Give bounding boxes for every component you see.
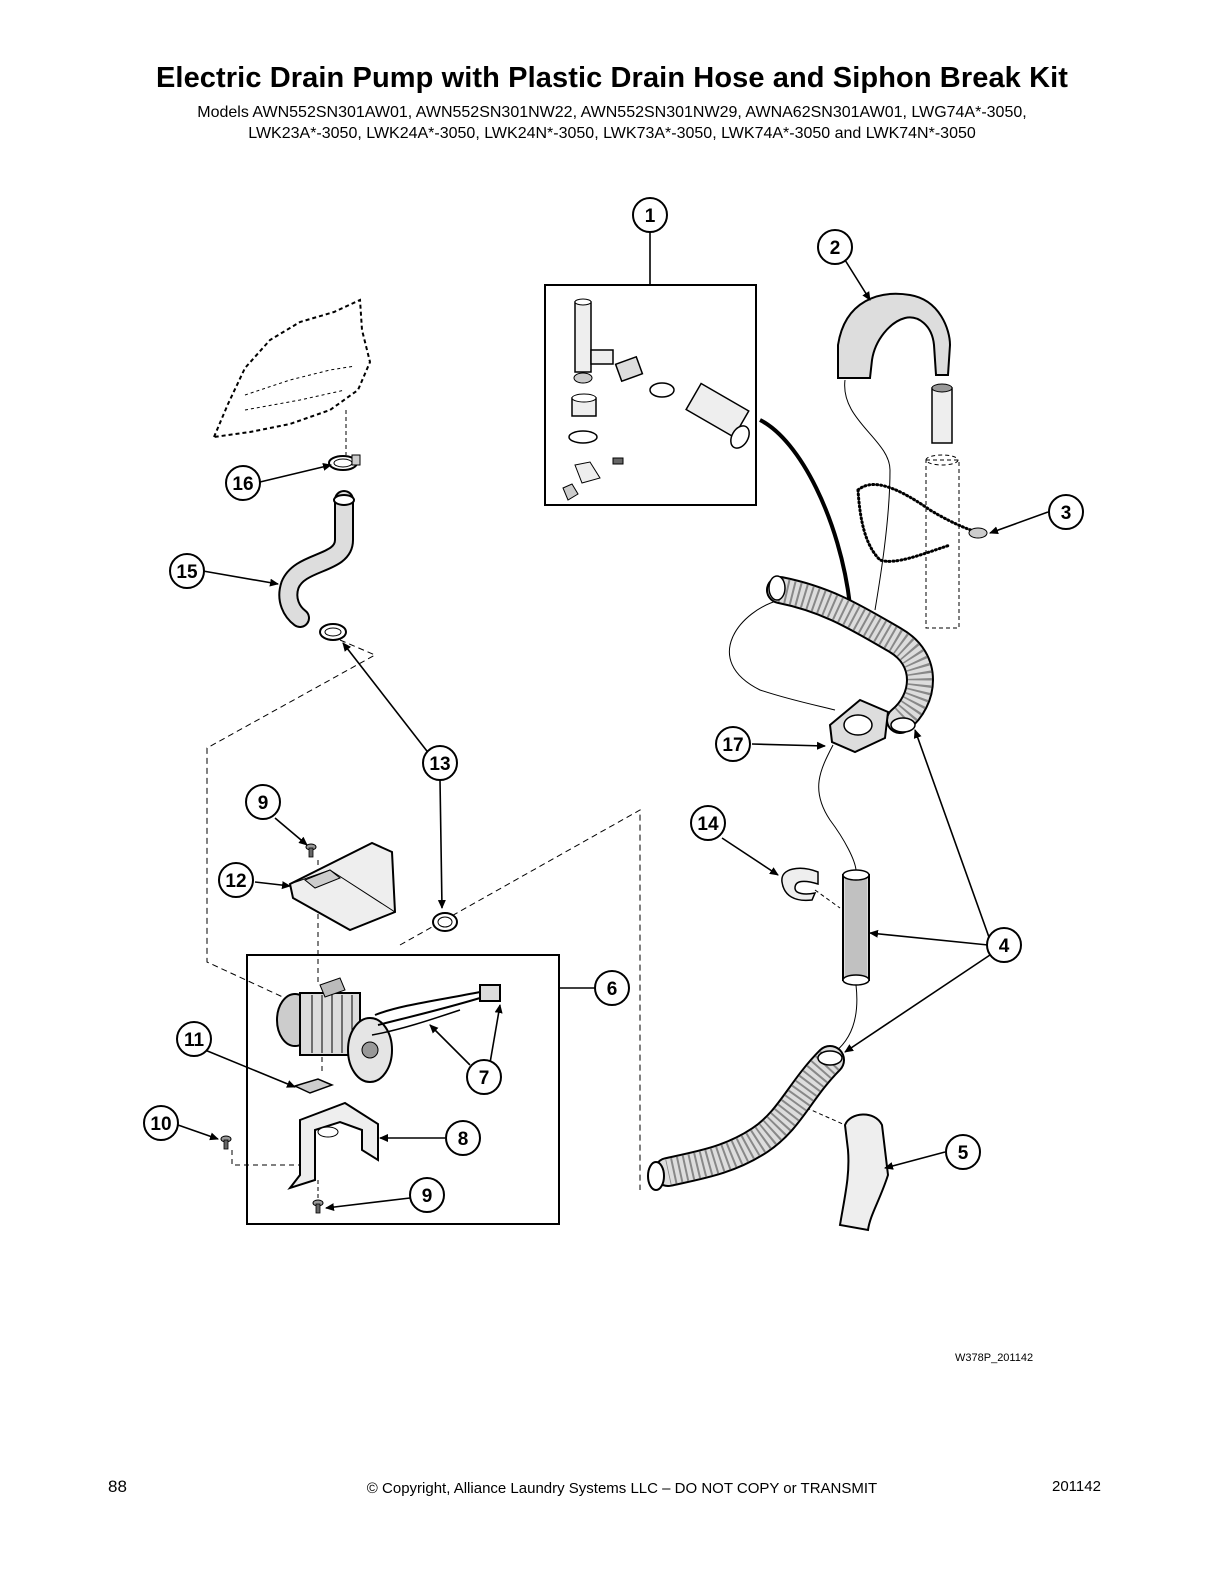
callout-circle bbox=[690, 805, 726, 841]
callout-number: 12 bbox=[225, 871, 246, 892]
callout-circle bbox=[715, 726, 751, 762]
callout-number: 17 bbox=[722, 735, 743, 756]
hose-clamp-13-lower bbox=[432, 912, 458, 932]
callout-number: 7 bbox=[479, 1068, 490, 1089]
callout-number: 3 bbox=[1061, 503, 1072, 524]
callout-circle bbox=[176, 1021, 212, 1057]
screw-10 bbox=[220, 1135, 232, 1150]
callout-circle bbox=[218, 862, 254, 898]
drain-hose-4-upper bbox=[766, 575, 934, 734]
hose-clip-14 bbox=[781, 867, 819, 902]
callout-circle bbox=[986, 927, 1022, 963]
drain-hose-4-lower bbox=[647, 1045, 845, 1191]
screw-9-upper bbox=[305, 843, 317, 858]
callout-number: 15 bbox=[176, 562, 198, 583]
siphon-break-2 bbox=[837, 292, 953, 444]
callout-circle bbox=[169, 553, 205, 589]
pump-box bbox=[246, 954, 560, 1225]
callout-number: 14 bbox=[697, 814, 719, 835]
callout-number: 2 bbox=[830, 238, 841, 259]
callout-number: 10 bbox=[150, 1114, 171, 1135]
callout-circle bbox=[594, 970, 630, 1006]
callout-number: 16 bbox=[232, 474, 253, 495]
hose-hook-5 bbox=[838, 1113, 890, 1232]
callout-number: 4 bbox=[999, 936, 1010, 957]
page-title: Electric Drain Pump with Plastic Drain H… bbox=[155, 62, 1069, 94]
bead-chain-3 bbox=[856, 483, 987, 563]
plate-11 bbox=[292, 1078, 335, 1094]
callout-circle bbox=[817, 229, 853, 265]
hose-clamp-13-upper bbox=[319, 623, 347, 641]
figure-code: W378P_201142 bbox=[955, 1352, 1034, 1364]
callout-circle bbox=[143, 1105, 179, 1141]
callout-number: 1 bbox=[645, 206, 656, 227]
drain-pump-6 bbox=[276, 977, 501, 1083]
callout-number: 11 bbox=[184, 1030, 205, 1051]
callout-circle bbox=[445, 1120, 481, 1156]
callout-number: 6 bbox=[607, 979, 618, 1000]
callout-circle bbox=[1048, 494, 1084, 530]
pump-shield-12 bbox=[288, 841, 397, 932]
document-code: 201142 bbox=[1052, 1478, 1101, 1495]
drain-hose-4-middle bbox=[842, 869, 870, 986]
callout-circle bbox=[245, 784, 281, 820]
models-line-1: Models AWN552SN301AW01, AWN552SN301NW22,… bbox=[197, 104, 1027, 121]
mounting-bracket-8 bbox=[287, 1101, 379, 1190]
copyright-notice: © Copyright, Alliance Laundry Systems LL… bbox=[366, 1480, 878, 1497]
callout-circle bbox=[422, 745, 458, 781]
siphon-break-kit-parts bbox=[562, 298, 750, 501]
screw-9-lower bbox=[312, 1199, 324, 1214]
hose-guide-17 bbox=[828, 698, 890, 754]
callout-number: 9 bbox=[258, 793, 269, 814]
callout-number: 9 bbox=[422, 1186, 433, 1207]
page-number: 88 bbox=[108, 1477, 127, 1496]
callout-circle bbox=[409, 1177, 445, 1213]
callout-circle bbox=[466, 1059, 502, 1095]
hose-clamp-16 bbox=[328, 454, 361, 471]
tub-outline bbox=[212, 298, 372, 439]
models-line-2: LWK23A*-3050, LWK24A*-3050, LWK24N*-3050… bbox=[248, 125, 976, 142]
leader-lines bbox=[177, 232, 1049, 1212]
callout-circle bbox=[225, 465, 261, 501]
callout-number: 8 bbox=[458, 1129, 469, 1150]
callout-circle bbox=[945, 1134, 981, 1170]
callout-number: 5 bbox=[958, 1143, 969, 1164]
callout-number: 13 bbox=[429, 754, 450, 775]
standpipe-outline bbox=[925, 454, 960, 629]
callout-circle bbox=[632, 197, 668, 233]
